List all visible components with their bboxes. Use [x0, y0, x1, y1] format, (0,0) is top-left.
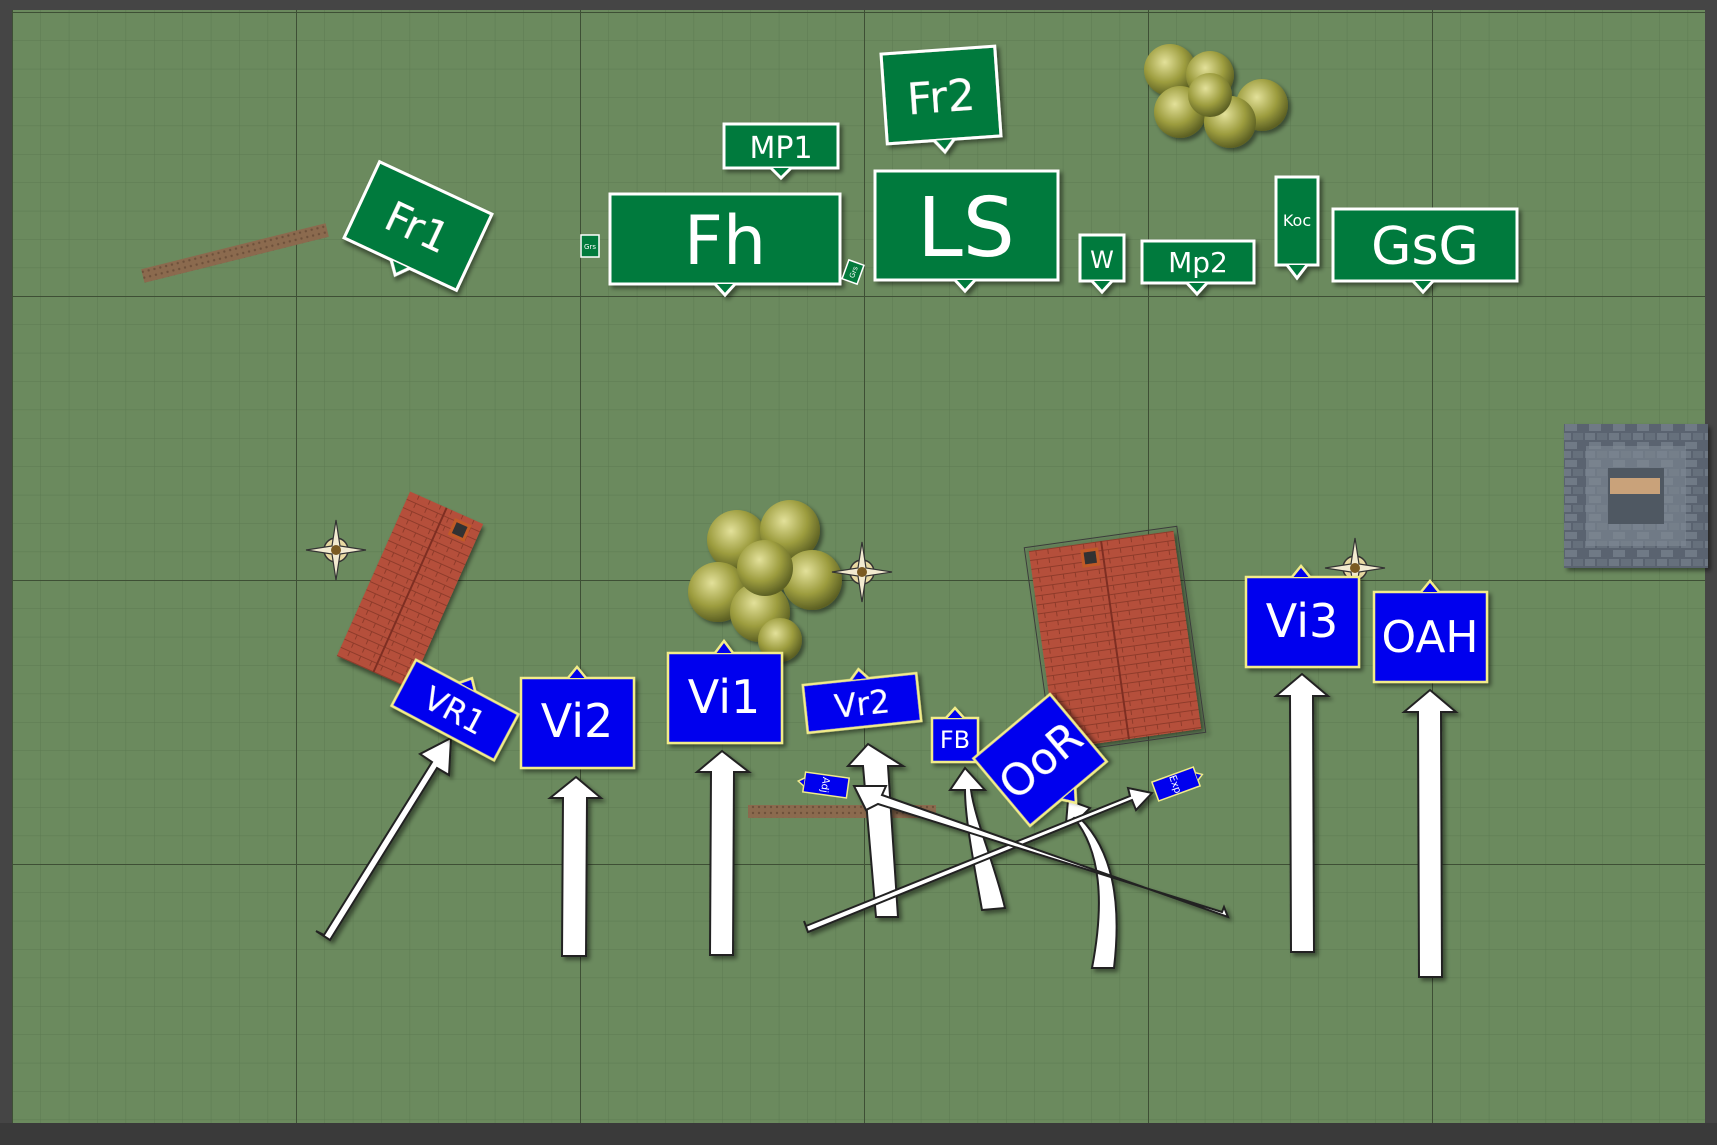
house-right[interactable] — [1023, 525, 1207, 755]
player-unit-fb[interactable]: FB — [930, 706, 980, 764]
unit-label: Vi2 — [541, 694, 614, 748]
unit-label: Grs — [584, 243, 596, 251]
unit-label: Fr2 — [905, 70, 977, 126]
arrow-vi3 — [1273, 672, 1331, 953]
bottom-strip — [0, 1123, 1717, 1145]
movement-arrows — [315, 672, 1459, 978]
enemy-unit-koc[interactable]: Koc — [1274, 175, 1320, 281]
player-unit-oah[interactable]: OAH — [1372, 579, 1489, 684]
unit-label: W — [1090, 246, 1114, 274]
unit-label: Vi3 — [1266, 594, 1339, 648]
arrow-exp — [803, 786, 1154, 934]
arrow-vi2 — [547, 775, 604, 957]
house-left[interactable] — [336, 491, 484, 689]
arrow-oah — [1401, 688, 1459, 978]
enemy-unit-fr2[interactable]: Fr2 — [879, 44, 1003, 156]
unit-label: Vr2 — [833, 682, 892, 726]
objective-left[interactable] — [305, 519, 367, 581]
objective-center[interactable] — [831, 541, 893, 603]
unit-label: LS — [917, 181, 1015, 276]
enemy-unit-grs-2[interactable]: Grs — [841, 258, 865, 286]
arrow-adj — [852, 785, 1230, 919]
enemy-unit-mp2[interactable]: Mp2 — [188, 0, 1256, 297]
enemy-unit-gsg[interactable]: GsG — [1331, 207, 1519, 295]
unit-label: OAH — [1381, 612, 1478, 663]
unit-label: MP1 — [749, 131, 812, 166]
enemy-unit-grs-1[interactable]: Grs — [580, 234, 600, 258]
enemy-unit-w[interactable]: W — [1078, 233, 1126, 295]
player-unit-vi1[interactable]: Vi1 — [666, 638, 784, 745]
unit-label: GsG — [1371, 217, 1479, 277]
wood-center[interactable] — [688, 500, 842, 662]
unit-label: Vi1 — [688, 670, 761, 724]
wood-top[interactable] — [1144, 44, 1288, 148]
enemy-unit-fr1[interactable]: Fr1 — [339, 159, 494, 301]
wall-left — [141, 223, 329, 283]
unit-label: Grs — [848, 265, 860, 279]
arrow-vi1 — [694, 749, 752, 956]
unit-label: Adj — [818, 776, 831, 793]
player-unit-vi2[interactable]: Vi2 — [519, 665, 636, 770]
stone-tower[interactable] — [1564, 424, 1708, 568]
arrow-oor — [1064, 798, 1118, 969]
player-unit-adj[interactable]: Adj — [796, 771, 851, 799]
unit-label: Fh — [684, 202, 766, 281]
objective-right[interactable] — [1324, 537, 1386, 599]
enemy-unit-mp1[interactable]: MP1 — [722, 122, 840, 181]
unit-label: Mp2 — [1168, 246, 1228, 279]
enemy-unit-ls[interactable]: LS — [873, 169, 1060, 294]
unit-label: FB — [940, 726, 970, 754]
player-unit-vi3[interactable]: Vi3 — [1244, 564, 1361, 669]
unit-label: Koc — [1283, 211, 1311, 230]
player-unit-exp[interactable]: Exp — [1150, 765, 1206, 802]
player-unit-vr2[interactable]: Vr2 — [801, 663, 923, 735]
enemy-unit-fh[interactable]: Fh — [608, 192, 842, 298]
player-unit-oor[interactable]: OoR — [971, 692, 1114, 835]
